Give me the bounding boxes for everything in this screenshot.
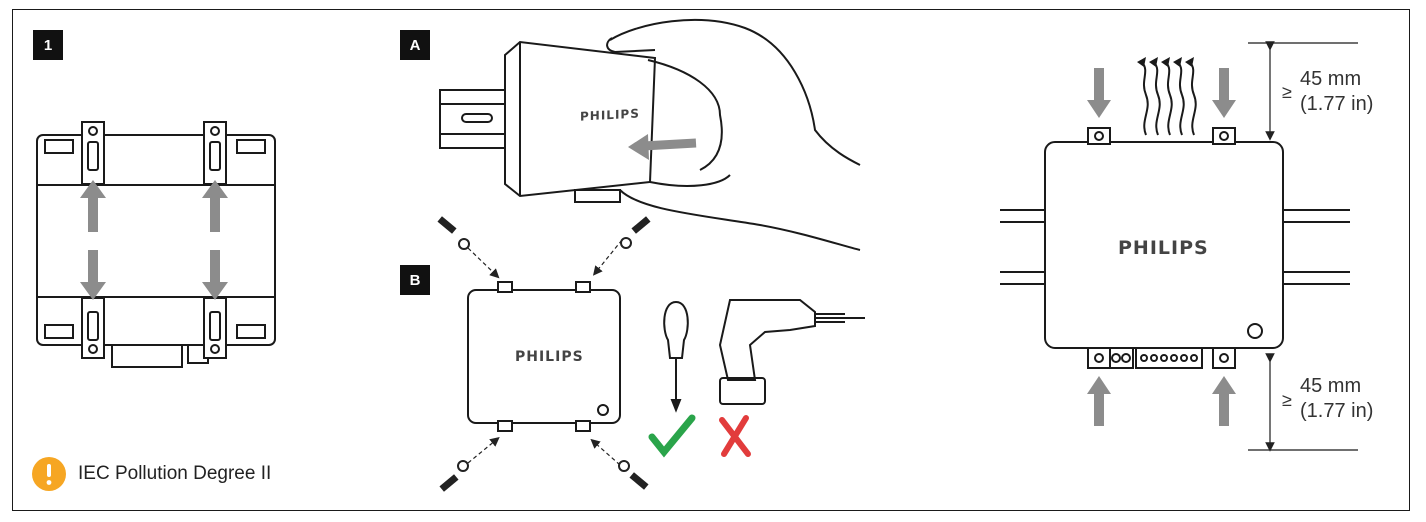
panel-a-push-arrow-head (628, 134, 649, 160)
panel1-device (36, 134, 276, 368)
right-device (1044, 127, 1284, 369)
pollution-note: IEC Pollution Degree II (32, 456, 271, 492)
diagram-frame (12, 9, 1410, 511)
clearance-top-value: 45 mm (1300, 68, 1362, 90)
clearance-top-symbol: ≥ (1282, 82, 1292, 102)
warning-exclamation-icon (32, 457, 66, 491)
clearance-top-imperial: (1.77 in) (1300, 93, 1374, 115)
pollution-note-text: IEC Pollution Degree II (78, 463, 272, 484)
drill-icon (718, 299, 865, 405)
heat-wave-heads (1137, 57, 1194, 67)
right-rails (1000, 209, 1350, 285)
panel-a-device (504, 40, 657, 203)
dimension-lines (1248, 41, 1358, 452)
panel1-arrows (80, 180, 228, 300)
screwdriver-icon (663, 300, 689, 413)
green-check-icon (648, 414, 696, 458)
panel-a-hand (606, 19, 861, 251)
panel-b-screws (437, 216, 651, 492)
panel-b-screw-guides (467, 239, 623, 466)
right-airflow-arrows (1087, 68, 1236, 426)
right-brand-label: PHILIPS (1118, 237, 1209, 259)
clearance-bottom-value: 45 mm (1300, 375, 1362, 397)
panel-badge-1: 1 (33, 30, 63, 60)
red-cross-icon (719, 415, 751, 457)
panel-b-device (467, 281, 621, 432)
panel-b-brand-label: PHILIPS (515, 349, 584, 365)
heat-waves-icon (1141, 61, 1197, 136)
clearance-bottom-symbol: ≥ (1282, 390, 1292, 410)
panel-badge-b: B (400, 265, 430, 295)
panel-badge-a: A (400, 30, 430, 60)
panel1-clips (81, 121, 227, 359)
clearance-bottom-imperial: (1.77 in) (1300, 400, 1374, 422)
panel-a-push-arrow-shaft (642, 138, 697, 151)
